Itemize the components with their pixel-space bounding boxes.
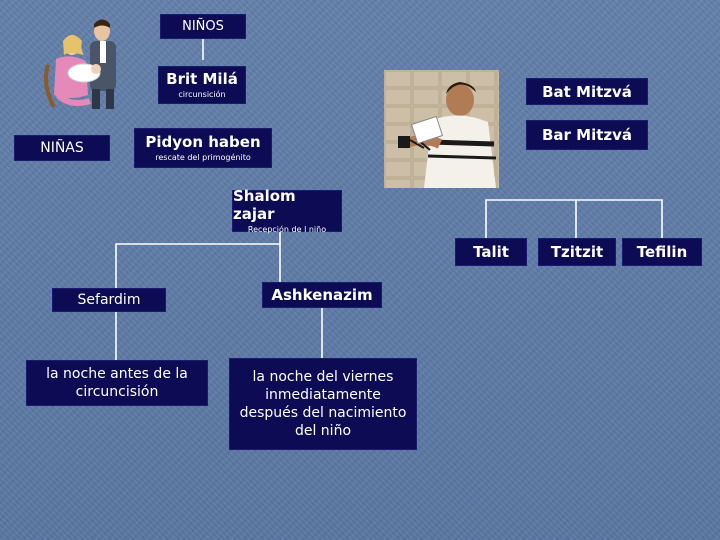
brit-mila-box: Brit Milá circunsición	[158, 66, 246, 104]
tefilin-box: Tefilin	[622, 238, 702, 266]
brit-mila-title: Brit Milá	[166, 70, 238, 88]
shalom-zajar-subtitle: Recepción de l niño	[247, 225, 327, 234]
bar-mitzva-label: Bar Mitzvá	[541, 126, 633, 144]
pidyon-haben-box: Pidyon haben rescate del primogénito	[134, 128, 272, 168]
sefardim-label: Sefardim	[77, 292, 141, 308]
talit-label: Talit	[473, 243, 509, 261]
tefilin-label: Tefilin	[636, 243, 688, 261]
pidyon-haben-title: Pidyon haben	[145, 133, 261, 151]
tzitzit-box: Tzitzit	[538, 238, 616, 266]
ashkenazim-desc-box: la noche del viernes inmediatamente desp…	[229, 358, 417, 450]
bat-mitzva-label: Bat Mitzvá	[542, 82, 632, 101]
bat-mitzva-box: Bat Mitzvá	[526, 78, 648, 105]
sefardim-desc-box: la noche antes de la circuncisión	[26, 360, 208, 406]
ninas-box: NIÑAS	[14, 135, 110, 161]
shalom-zajar-title: Shalom zajar	[233, 187, 296, 223]
ashkenazim-box: Ashkenazim	[262, 282, 382, 308]
ninos-label: NIÑOS	[182, 18, 224, 34]
sefardim-desc: la noche antes de la circuncisión	[46, 366, 188, 400]
ashkenazim-label: Ashkenazim	[271, 286, 373, 304]
bar-mitzva-box: Bar Mitzvá	[526, 120, 648, 150]
ninas-label: NIÑAS	[40, 140, 84, 156]
ninos-box: NIÑOS	[160, 14, 246, 39]
pidyon-haben-subtitle: rescate del primogénito	[155, 153, 251, 162]
boy-with-tefillin-photo	[384, 70, 499, 188]
connector-shalom-to-branches	[115, 232, 281, 290]
talit-box: Talit	[455, 238, 527, 266]
ashkenazim-desc: la noche del viernes inmediatamente desp…	[239, 369, 407, 439]
sefardim-box: Sefardim	[52, 288, 166, 312]
brit-mila-subtitle: circunsición	[178, 90, 226, 99]
tzitzit-label: Tzitzit	[550, 243, 604, 261]
shalom-zajar-box: Shalom zajar Recepción de l niño	[232, 187, 342, 234]
connector-talit-tefilin	[485, 199, 663, 240]
parents-with-baby-clipart	[40, 15, 140, 110]
